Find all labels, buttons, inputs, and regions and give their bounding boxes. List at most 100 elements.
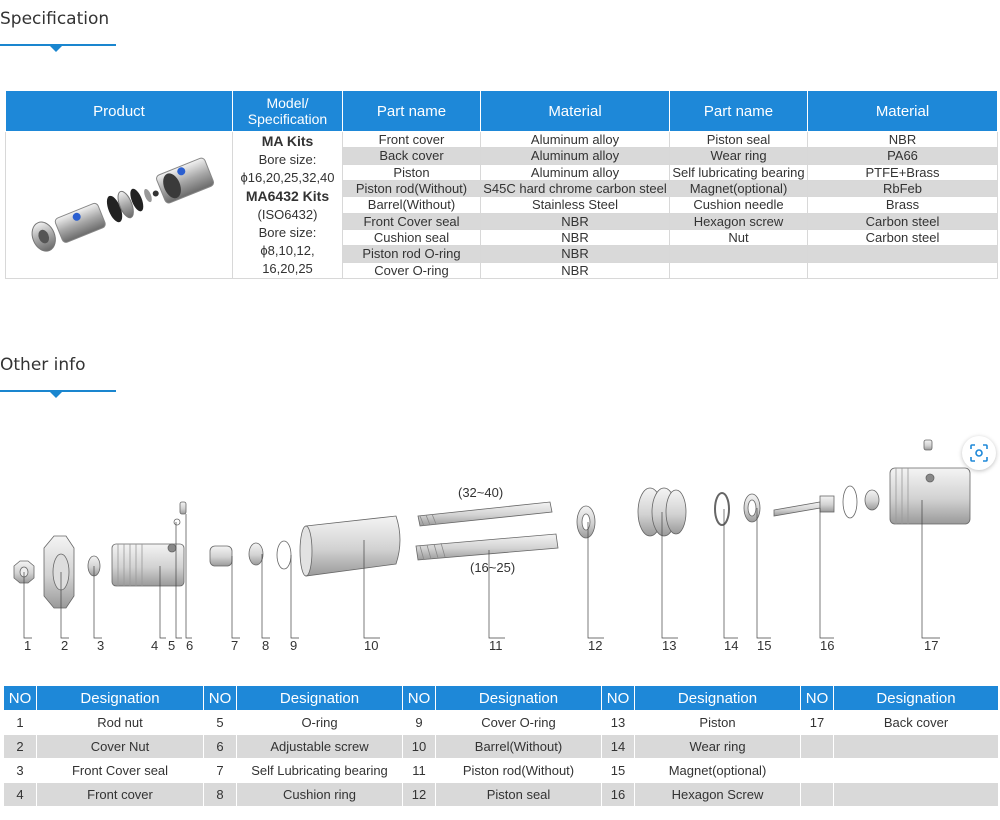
designation-cell: Hexagon Screw bbox=[634, 782, 801, 807]
no-cell: 13 bbox=[601, 710, 635, 735]
part-cushion-ring bbox=[248, 542, 264, 566]
callout-3: 3 bbox=[97, 638, 104, 653]
material-cell: NBR bbox=[480, 261, 670, 280]
material-cell: Aluminum alloy bbox=[480, 163, 670, 181]
col-header-designation: Designation bbox=[833, 685, 999, 711]
designation-table: NO Designation NO Designation NO Designa… bbox=[3, 685, 999, 807]
bore-size-values-2b: 16,20,25 bbox=[262, 261, 313, 276]
designation-cell: Adjustable screw bbox=[236, 734, 403, 759]
col-header-part-name: Part name bbox=[342, 90, 481, 132]
section-title-specification: Specification bbox=[0, 9, 110, 29]
callout-4: 4 bbox=[151, 638, 158, 653]
designation-cell bbox=[833, 758, 999, 783]
scan-image-icon bbox=[970, 444, 988, 462]
section-underline bbox=[0, 390, 116, 392]
designation-cell: Wear ring bbox=[634, 734, 801, 759]
table-row: Piston rod(Without) S45C hard chrome car… bbox=[6, 179, 998, 198]
designation-cell: Front cover bbox=[36, 782, 204, 807]
designation-cell: Self Lubricating bearing bbox=[236, 758, 403, 783]
material-cell: Aluminum alloy bbox=[480, 130, 670, 149]
material-cell: Carbon steel bbox=[807, 212, 998, 230]
col-header-model: Model/Specification bbox=[232, 90, 343, 132]
no-cell: 11 bbox=[402, 758, 436, 783]
part-magnet-hole bbox=[747, 499, 757, 517]
table-row: 3 Front Cover seal 7 Self Lubricating be… bbox=[3, 758, 999, 783]
table-row: Cover O-ring NBR bbox=[6, 261, 998, 280]
spec-table: Product Model/Specification Part name Ma… bbox=[5, 90, 998, 280]
no-cell: 12 bbox=[402, 782, 436, 807]
part-front-cover-port bbox=[167, 543, 177, 553]
image-scan-button[interactable] bbox=[962, 436, 996, 470]
part-name-cell: Cover O-ring bbox=[342, 261, 481, 280]
callout-12: 12 bbox=[588, 638, 602, 653]
section-underline bbox=[0, 44, 116, 46]
designation-cell: Barrel(Without) bbox=[435, 734, 602, 759]
table-row: 4 Front cover 8 Cushion ring 12 Piston s… bbox=[3, 782, 999, 807]
no-cell bbox=[800, 782, 834, 807]
part-wear-ring bbox=[714, 492, 730, 526]
callout-10: 10 bbox=[364, 638, 378, 653]
designation-cell: Rod nut bbox=[36, 710, 204, 735]
model-specification: MA Kits Bore size: ϕ16,20,25,32,40 MA643… bbox=[232, 131, 343, 279]
material-cell: Carbon steel bbox=[807, 228, 998, 247]
range-label-top: (32~40) bbox=[458, 485, 503, 500]
material-cell bbox=[807, 245, 998, 263]
table-row: Barrel(Without) Stainless Steel Cushion … bbox=[6, 196, 998, 214]
no-cell: 2 bbox=[3, 734, 37, 759]
part-rod-threads bbox=[419, 513, 446, 561]
material-cell: NBR bbox=[807, 130, 998, 149]
part-name-cell: Piston rod(Without) bbox=[342, 179, 481, 198]
material-cell: Aluminum alloy bbox=[480, 147, 670, 165]
no-cell: 4 bbox=[3, 782, 37, 807]
part-back-cover bbox=[889, 467, 971, 525]
callout-17: 17 bbox=[924, 638, 938, 653]
material-cell bbox=[807, 261, 998, 280]
designation-cell: Back cover bbox=[833, 710, 999, 735]
part-cover-o-ring bbox=[276, 540, 292, 570]
col-header-no: NO bbox=[402, 685, 436, 711]
col-header-product: Product bbox=[5, 90, 233, 132]
part-name-cell: Barrel(Without) bbox=[342, 196, 481, 214]
designation-cell: Piston seal bbox=[435, 782, 602, 807]
table-row: Front Cover seal NBR Hexagon screw Carbo… bbox=[6, 212, 998, 230]
part-o-ring bbox=[173, 518, 181, 526]
bore-size-label-2: Bore size: bbox=[258, 225, 317, 240]
part-name-cell: Front Cover seal bbox=[342, 212, 481, 230]
callout-9: 9 bbox=[290, 638, 297, 653]
bore-size-values-2a: ϕ8,10,12, bbox=[260, 243, 315, 258]
material-cell: PA66 bbox=[807, 147, 998, 165]
no-cell: 15 bbox=[601, 758, 635, 783]
part-name-cell: Self lubricating bearing bbox=[669, 163, 808, 181]
table-row: MA Kits Bore size: ϕ16,20,25,32,40 MA643… bbox=[5, 130, 998, 279]
col-header-designation: Designation bbox=[634, 685, 801, 711]
bore-size-values: ϕ16,20,25,32,40 bbox=[240, 170, 335, 185]
material-cell: NBR bbox=[480, 228, 670, 247]
part-name-cell: Piston seal bbox=[669, 130, 808, 149]
exploded-parts-diagram: (32~40) (16~25) 1 2 3 4 5 6 7 8 9 10 11 … bbox=[13, 439, 971, 653]
no-cell: 6 bbox=[203, 734, 237, 759]
no-cell: 10 bbox=[402, 734, 436, 759]
table-row: Piston rod O-ring NBR bbox=[6, 245, 998, 263]
part-name-cell: Hexagon screw bbox=[669, 212, 808, 230]
part-name-cell: Cushion seal bbox=[342, 228, 481, 247]
part-name-cell: Wear ring bbox=[669, 147, 808, 165]
range-label-bottom: (16~25) bbox=[470, 560, 515, 575]
callout-15: 15 bbox=[757, 638, 771, 653]
designation-cell: Piston bbox=[634, 710, 801, 735]
callout-11: 11 bbox=[489, 638, 503, 653]
no-cell bbox=[800, 758, 834, 783]
product-image bbox=[5, 131, 233, 279]
part-name-cell bbox=[669, 245, 808, 263]
part-name-cell: Cushion needle bbox=[669, 196, 808, 214]
col-header-no: NO bbox=[203, 685, 237, 711]
callout-8: 8 bbox=[262, 638, 269, 653]
table-row: Cushion seal NBR Nut Carbon steel bbox=[6, 228, 998, 247]
part-name-cell: Nut bbox=[669, 228, 808, 247]
part-back-o-ring bbox=[842, 485, 858, 519]
section-title-other-info: Other info bbox=[0, 355, 86, 375]
part-bearing bbox=[209, 545, 233, 567]
part-piston-rod-long bbox=[417, 501, 553, 527]
model-standard: (ISO6432) bbox=[257, 207, 318, 222]
designation-cell: Cover Nut bbox=[36, 734, 204, 759]
material-cell: NBR bbox=[480, 212, 670, 230]
